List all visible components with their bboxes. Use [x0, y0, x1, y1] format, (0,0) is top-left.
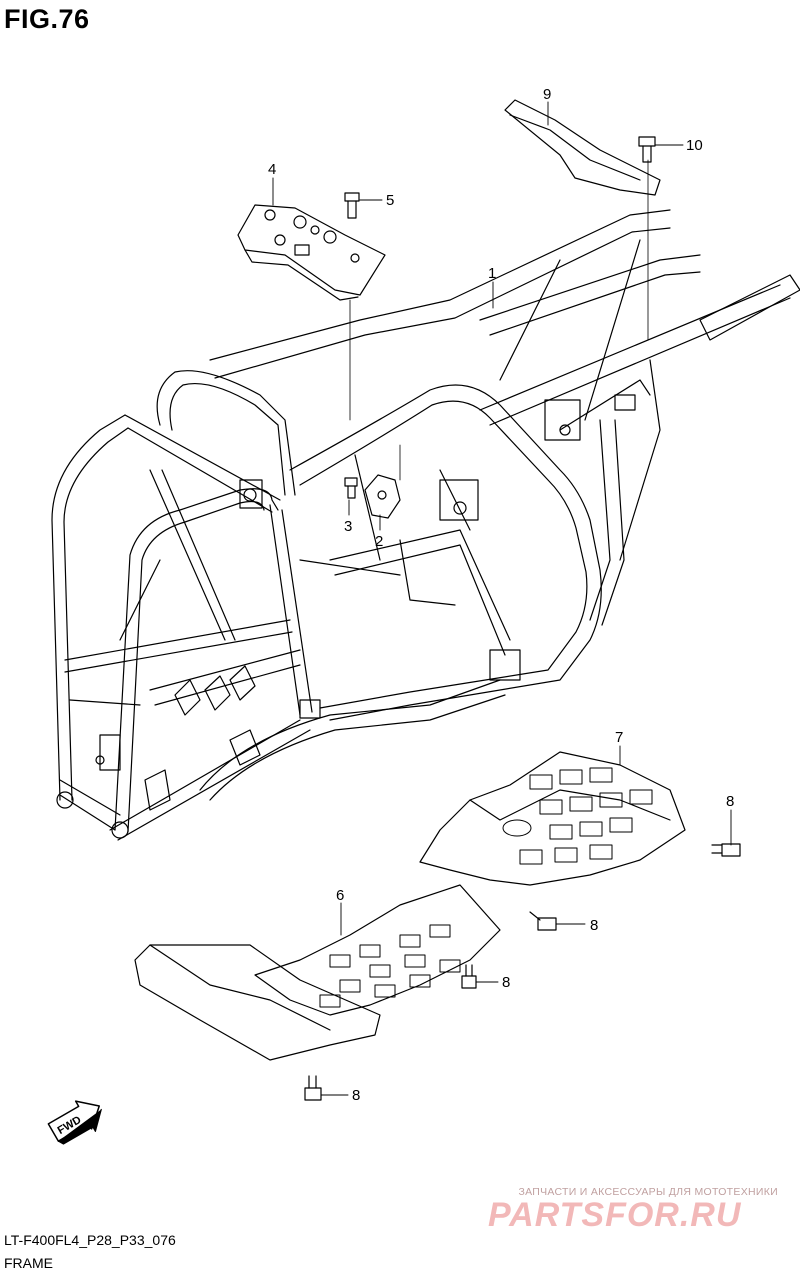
bar-9 [504, 99, 661, 196]
plate-2 [364, 474, 401, 519]
callout-10: 10 [686, 137, 703, 154]
skid-plate-7 [419, 751, 686, 886]
bolt-3 [344, 477, 358, 499]
callout-2: 2 [375, 533, 383, 550]
bolt-10 [638, 136, 656, 163]
callout-3: 3 [344, 518, 352, 535]
callout-leaders [272, 101, 732, 1096]
assembly-leader-lines [349, 159, 649, 481]
figure-title: FIG.76 [4, 4, 90, 34]
skid-plate-6 [134, 884, 501, 1061]
bolt-8-c [461, 964, 477, 989]
bolt-5 [344, 192, 360, 219]
fwd-arrow-icon: FWD [47, 1100, 102, 1145]
callout-8-a: 8 [726, 793, 734, 810]
callout-1: 1 [488, 265, 496, 282]
callout-6: 6 [336, 887, 344, 904]
bracket-plate-4 [237, 204, 386, 301]
callout-8-d: 8 [352, 1087, 360, 1104]
main-frame [51, 209, 800, 841]
watermark-tagline: ЗАПЧАСТИ И АКСЕССУАРЫ ДЛЯ МОТОТЕХНИКИ [518, 1186, 778, 1198]
bolt-8-b [529, 911, 557, 931]
callout-5: 5 [386, 192, 394, 209]
callout-8-b: 8 [590, 917, 598, 934]
callout-4: 4 [268, 161, 276, 178]
callout-8-c: 8 [502, 974, 510, 991]
watermark-logo: PARTSFOR.RU [488, 1196, 742, 1234]
bolt-8-a [711, 843, 741, 857]
callout-9: 9 [543, 86, 551, 103]
diagram-code: LT-F400FL4_P28_P33_076 [4, 1232, 176, 1248]
diagram-caption: FRAME [4, 1255, 53, 1271]
callout-7: 7 [615, 729, 623, 746]
bolt-8-d [304, 1075, 322, 1101]
